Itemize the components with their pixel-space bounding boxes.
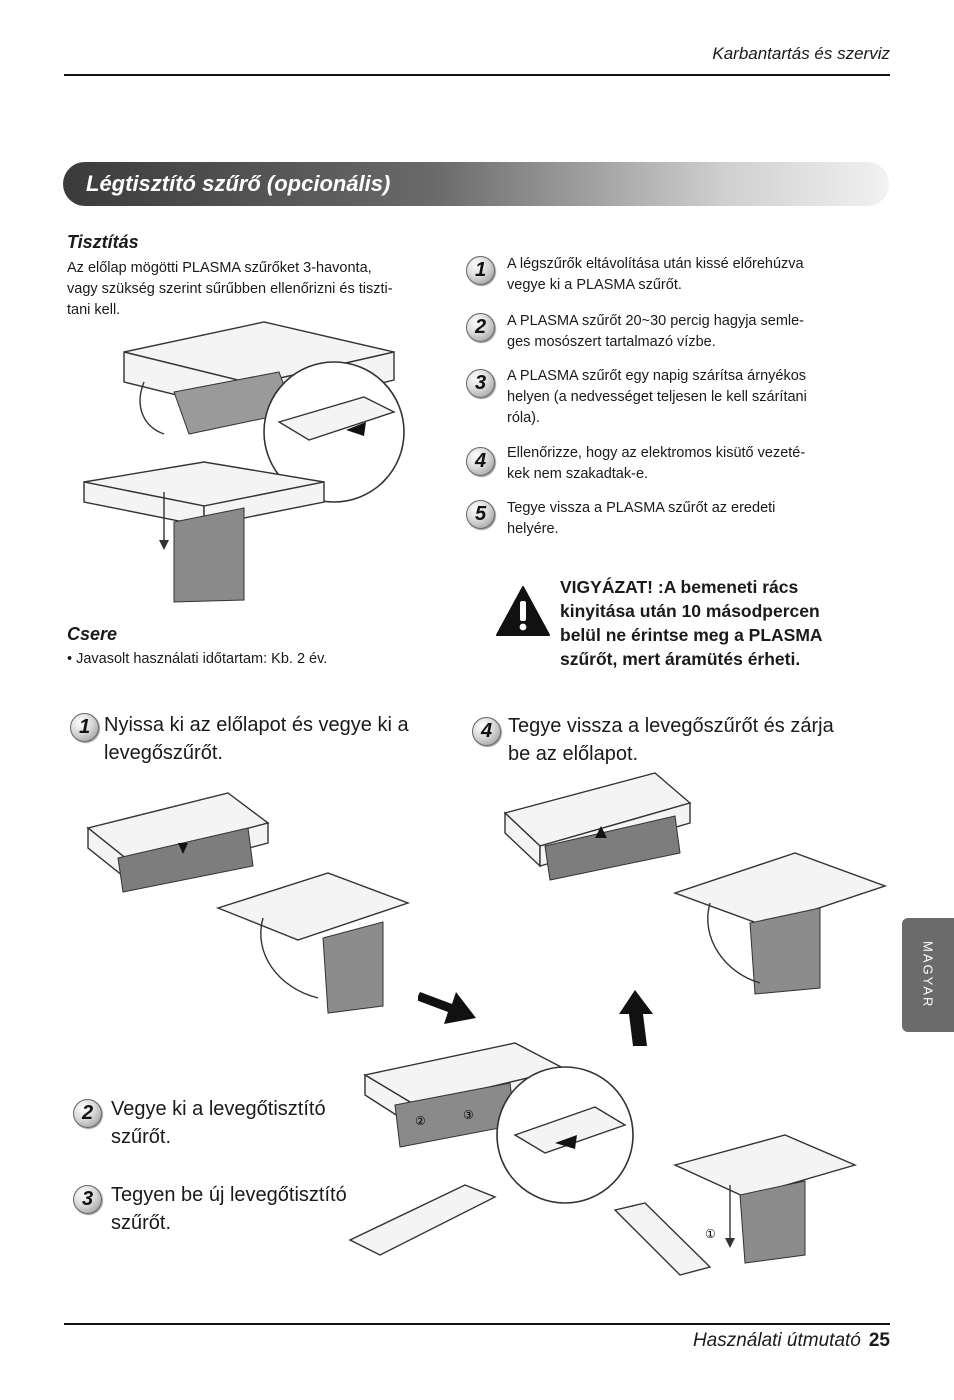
cleaning-step-5-text: Tegye vissza a PLASMA szűrőt az eredeti … xyxy=(507,500,776,537)
replacement-step-3-text: Tegyen be új levegőtisztító szűrőt. xyxy=(111,1184,347,1234)
cleaning-step-2-text: A PLASMA szűrőt 20~30 percig hagyja seml… xyxy=(507,313,805,350)
replacement-step-1-text: Nyissa ki az előlapot és vegye ki a leve… xyxy=(104,714,409,764)
footer-rule xyxy=(64,1323,890,1325)
arrow-down-right-icon xyxy=(418,992,476,1024)
section-banner xyxy=(63,162,889,206)
cleaning-step-4-badge: 4 xyxy=(466,447,495,476)
replacement-note: • Javasolt használati időtartam: Kb. 2 é… xyxy=(67,651,328,667)
cleaning-step-3-badge: 3 xyxy=(466,369,495,398)
language-tab-label-wrapper: MAGYAR xyxy=(902,918,954,1032)
callout-1-label: ① xyxy=(705,1227,716,1241)
replace-filter-close-panel-illustration xyxy=(503,772,888,995)
header-rule xyxy=(64,74,890,76)
replacement-step-4-text: Tegye vissza a levegőszűrőt és zárja be … xyxy=(508,715,834,765)
cleaning-heading: Tisztítás xyxy=(67,232,139,252)
warning-text: VIGYÁZAT! :A bemeneti rács kinyitása utá… xyxy=(560,577,823,669)
callout-2-label: ② xyxy=(415,1114,426,1128)
callout-3-label: ③ xyxy=(463,1108,474,1122)
replacement-step-3-badge: 3 xyxy=(73,1185,102,1214)
open-panel-remove-filter-illustration xyxy=(86,792,411,1014)
cleaning-step-3-text: A PLASMA szűrőt egy napig szárítsa árnyé… xyxy=(507,368,807,426)
replacement-heading: Csere xyxy=(67,624,118,644)
replacement-step-2-text: Vegye ki a levegőtisztító szűrőt. xyxy=(111,1098,326,1148)
running-header: Karbantartás és szerviz xyxy=(712,44,890,63)
replacement-step-1-badge: 1 xyxy=(70,713,99,742)
replacement-step-4-badge: 4 xyxy=(472,717,501,746)
plasma-filter-cleaning-illustration xyxy=(83,321,405,603)
manual-title: Használati útmutató xyxy=(692,1330,861,1351)
arrow-up-icon xyxy=(619,990,653,1046)
cleaning-step-4-text: Ellenőrizze, hogy az elektromos kisütő v… xyxy=(507,445,806,482)
language-tab-label: MAGYAR xyxy=(920,941,936,1009)
cleaning-step-1-badge: 1 xyxy=(466,256,495,285)
warning-triangle-icon xyxy=(496,586,550,636)
language-tab xyxy=(902,918,954,1032)
cleaning-step-5-badge: 5 xyxy=(466,500,495,529)
plasma-filter-replacement-illustration: ② ③ ① xyxy=(348,1042,858,1276)
section-title: Légtisztító szűrő (opcionális) xyxy=(86,171,391,196)
page-number: 25 xyxy=(868,1330,890,1351)
replacement-step-2-badge: 2 xyxy=(73,1099,102,1128)
page-footer: Használati útmutató 25 xyxy=(693,1330,890,1352)
cleaning-intro: Az előlap mögötti PLASMA szűrőket 3-havo… xyxy=(67,260,393,318)
cleaning-step-2-badge: 2 xyxy=(466,313,495,342)
cleaning-step-1-text: A légszűrők eltávolítása után kissé előr… xyxy=(507,256,804,293)
